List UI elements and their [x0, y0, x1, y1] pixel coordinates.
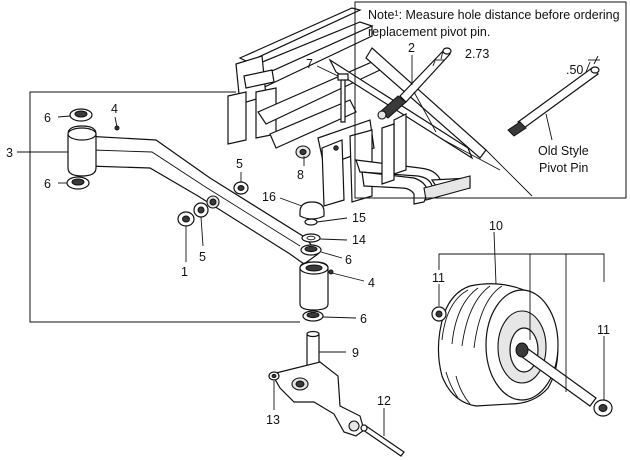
- front-wheel: [437, 283, 597, 407]
- bolt-nut: [333, 145, 339, 151]
- spacer-left: [193, 202, 209, 218]
- cotter-pin: [360, 424, 405, 457]
- bearing-bottom-left: [66, 176, 90, 190]
- callout-14: 14: [352, 233, 366, 247]
- nut: [177, 211, 195, 227]
- lock-nut: [268, 371, 280, 381]
- callout-5-top: 5: [236, 157, 243, 171]
- callouts: 1 3 4 4 5 5 6 6 6 6 7 8 9 10 11 11 12 13…: [6, 57, 610, 427]
- callout-12: 12: [377, 394, 391, 408]
- old-style-label-1: Old Style: [538, 144, 589, 158]
- callout-11-right: 11: [597, 323, 610, 337]
- callout-1: 1: [181, 265, 188, 279]
- bearing-top-left: [69, 108, 93, 122]
- bearing-spindle-bottom: [302, 310, 324, 322]
- mower-frame: [227, 7, 487, 207]
- note-inset: Note¹: Measure hole distance before orde…: [354, 1, 627, 199]
- callout-15: 15: [352, 211, 366, 225]
- leader-lines: [17, 65, 605, 436]
- callout-16: 16: [262, 190, 276, 204]
- callout-6-spindle-bottom: 6: [360, 312, 367, 326]
- dimension-new: 2.73: [465, 47, 489, 61]
- callout-3: 3: [6, 146, 13, 160]
- front-axle-beam: [83, 135, 319, 265]
- callout-7: 7: [306, 57, 313, 71]
- leader-old-style: [545, 113, 553, 141]
- old-style-label-2: Pivot Pin: [539, 161, 588, 175]
- callout-10: 10: [489, 219, 503, 233]
- callout-8: 8: [297, 168, 304, 182]
- wheel-bearing-right: [593, 399, 613, 417]
- spindle: [271, 330, 365, 437]
- wheel-bearing-left: [431, 306, 447, 322]
- callout-11-left: 11: [432, 271, 445, 285]
- dust-cap: [299, 201, 325, 220]
- front-axle-assembly: [29, 91, 329, 323]
- callout-4-top: 4: [111, 102, 118, 116]
- old-style-pivot-pin: [507, 55, 600, 137]
- inset-pointer-2: [485, 149, 533, 197]
- callout-6-bottom-left: 6: [44, 177, 51, 191]
- inset-pointer: [439, 137, 501, 171]
- axle-group-bracket: [29, 91, 300, 323]
- dimension-old: .50: [566, 63, 583, 77]
- bearing-spindle-top: [300, 244, 322, 256]
- callout-4-right: 4: [368, 276, 375, 290]
- retaining-ring: [304, 218, 318, 226]
- callout-9: 9: [352, 346, 359, 360]
- washer: [301, 233, 321, 243]
- note-line-2: replacement pivot pin.: [368, 25, 490, 39]
- pivot-bolt: [337, 73, 349, 123]
- new-style-pivot-pin: [377, 47, 452, 120]
- callout-6-spindle-top: 6: [345, 253, 352, 267]
- callout-5-bottom: 5: [199, 250, 206, 264]
- callout-13: 13: [266, 413, 280, 427]
- callout-6-top-left: 6: [44, 111, 51, 125]
- spacer-upper: [233, 181, 249, 195]
- note-line-1: Note¹: Measure hole distance before orde…: [368, 8, 620, 22]
- callout-2: 2: [408, 41, 415, 55]
- note-box: [354, 1, 627, 199]
